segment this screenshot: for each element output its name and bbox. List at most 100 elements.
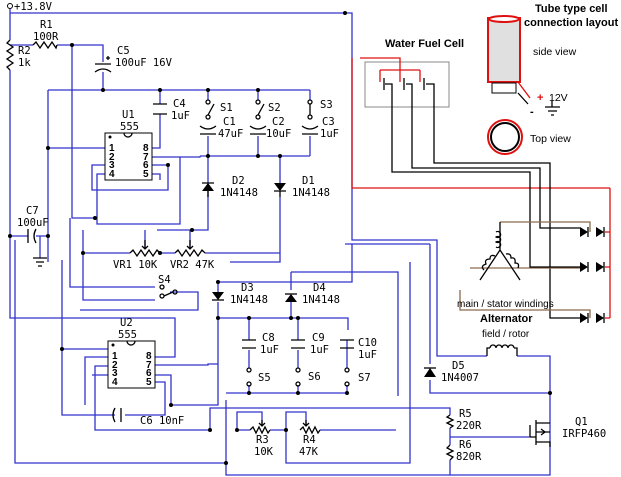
vr1-potentiometer bbox=[129, 248, 161, 258]
s3-ref: S3 bbox=[320, 99, 333, 111]
rotor-label: field / rotor bbox=[482, 329, 530, 340]
d2-value: 1N4148 bbox=[220, 187, 258, 199]
c7-value: 100uF bbox=[17, 217, 49, 229]
c8-value: 1uF bbox=[260, 344, 279, 356]
q1-mosfet bbox=[529, 420, 551, 447]
r3-ref: R3 bbox=[256, 434, 269, 446]
c8-capacitor bbox=[242, 339, 256, 349]
c1-value: 47uF bbox=[218, 128, 243, 140]
d3-ref: D3 bbox=[241, 282, 254, 294]
c3-value: 1uF bbox=[320, 128, 339, 140]
pin-label: 5 bbox=[146, 377, 152, 388]
s6-ref: S6 bbox=[308, 371, 321, 383]
c3-ref: C3 bbox=[322, 116, 335, 128]
field-rotor-coil bbox=[486, 344, 518, 356]
r4-ref: R4 bbox=[303, 434, 316, 446]
pin-label: 1 bbox=[112, 351, 118, 362]
r2-value: 1k bbox=[18, 57, 31, 69]
r5-ref: R5 bbox=[459, 408, 472, 420]
pin-label: 5 bbox=[143, 169, 149, 180]
c7-ref: C7 bbox=[26, 205, 39, 217]
s2-ref: S2 bbox=[268, 102, 281, 114]
pin-label: 7 bbox=[146, 360, 152, 371]
ground-symbol bbox=[33, 257, 47, 267]
c6-label: C6 10nF bbox=[140, 415, 184, 427]
pin-label: 7 bbox=[143, 152, 149, 163]
c10-value: 1uF bbox=[358, 349, 377, 361]
s4-ref: S4 bbox=[158, 274, 171, 286]
d3-value: 1N4148 bbox=[230, 294, 268, 306]
d1-value: 1N4148 bbox=[292, 187, 330, 199]
u1-value: 555 bbox=[120, 121, 139, 133]
plus-sign: + bbox=[537, 92, 543, 104]
resistors bbox=[5, 39, 455, 461]
c10-capacitor bbox=[340, 339, 354, 349]
c1-capacitor bbox=[199, 125, 217, 135]
c6-capacitor bbox=[112, 407, 122, 423]
d4-diode bbox=[285, 294, 297, 302]
d5-value: 1N4007 bbox=[441, 372, 479, 384]
c3-capacitor bbox=[301, 125, 319, 135]
pin-label: 6 bbox=[143, 160, 149, 171]
q1-value: IRFP460 bbox=[562, 428, 606, 440]
pin-label: 3 bbox=[109, 160, 115, 171]
capacitors bbox=[27, 56, 354, 423]
r3-value: 10K bbox=[254, 446, 274, 458]
tube-title-line2: connection layout bbox=[524, 17, 618, 29]
r6-resistor bbox=[445, 444, 455, 461]
top-view-label: Top view bbox=[530, 133, 571, 145]
u1-ref: U1 bbox=[122, 109, 135, 121]
c10-ref: C10 bbox=[358, 337, 377, 349]
d1-ref: D1 bbox=[302, 175, 315, 187]
pin-label: 8 bbox=[143, 143, 149, 154]
c4-capacitor bbox=[153, 103, 167, 115]
c8-ref: C8 bbox=[262, 332, 275, 344]
pin-label: 4 bbox=[109, 169, 115, 180]
d4-ref: D4 bbox=[313, 282, 326, 294]
pin-label: 2 bbox=[112, 360, 118, 371]
d3-diode bbox=[212, 292, 224, 300]
r4-value: 47K bbox=[299, 446, 319, 458]
d5-ref: D5 bbox=[452, 360, 465, 372]
d4-value: 1N4148 bbox=[302, 294, 340, 306]
fuel-cell-title: Water Fuel Cell bbox=[385, 38, 464, 50]
r1-resistor bbox=[32, 40, 58, 50]
pin-label: 1 bbox=[109, 143, 115, 154]
q1-ref: Q1 bbox=[575, 416, 588, 428]
diodes bbox=[202, 182, 436, 377]
c5-capacitor bbox=[94, 56, 112, 73]
stator-label: main / stator windings bbox=[457, 299, 554, 310]
pin-label: 4 bbox=[112, 377, 118, 388]
minus-sign: - bbox=[530, 106, 534, 118]
tube-cell-diagram bbox=[487, 15, 560, 155]
d1-diode bbox=[274, 183, 286, 191]
r5-resistor bbox=[445, 414, 455, 429]
alternator-title: Alternator bbox=[480, 313, 533, 325]
junctions bbox=[8, 11, 552, 465]
c9-ref: C9 bbox=[312, 332, 325, 344]
r2-ref: R2 bbox=[18, 45, 31, 57]
d2-diode bbox=[202, 183, 214, 191]
switches bbox=[159, 99, 350, 387]
c4-value: 1uF bbox=[171, 110, 190, 122]
c5-value: 100uF 16V bbox=[115, 57, 173, 69]
wires bbox=[7, 3, 551, 476]
c4-ref: C4 bbox=[173, 98, 186, 110]
pin-label: 3 bbox=[112, 368, 118, 379]
vr1-label: VR1 10K bbox=[113, 259, 158, 271]
u2-555-chip: 1 2 3 4 8 7 6 5 bbox=[107, 340, 156, 389]
d5-diode bbox=[424, 368, 436, 377]
c2-value: 10uF bbox=[266, 128, 291, 140]
r1-ref: R1 bbox=[40, 19, 53, 31]
stator-windings bbox=[479, 222, 521, 281]
c5-ref: C5 bbox=[117, 45, 130, 57]
rectifier-diodes bbox=[580, 227, 604, 323]
r4-potentiometer bbox=[299, 425, 321, 435]
supply-voltage-label: +13.8V bbox=[14, 1, 53, 13]
s5-ref: S5 bbox=[258, 372, 271, 384]
side-view-label: side view bbox=[533, 46, 577, 58]
c2-ref: C2 bbox=[272, 116, 285, 128]
r2-resistor bbox=[5, 39, 15, 71]
r1-value: 100R bbox=[33, 31, 59, 43]
